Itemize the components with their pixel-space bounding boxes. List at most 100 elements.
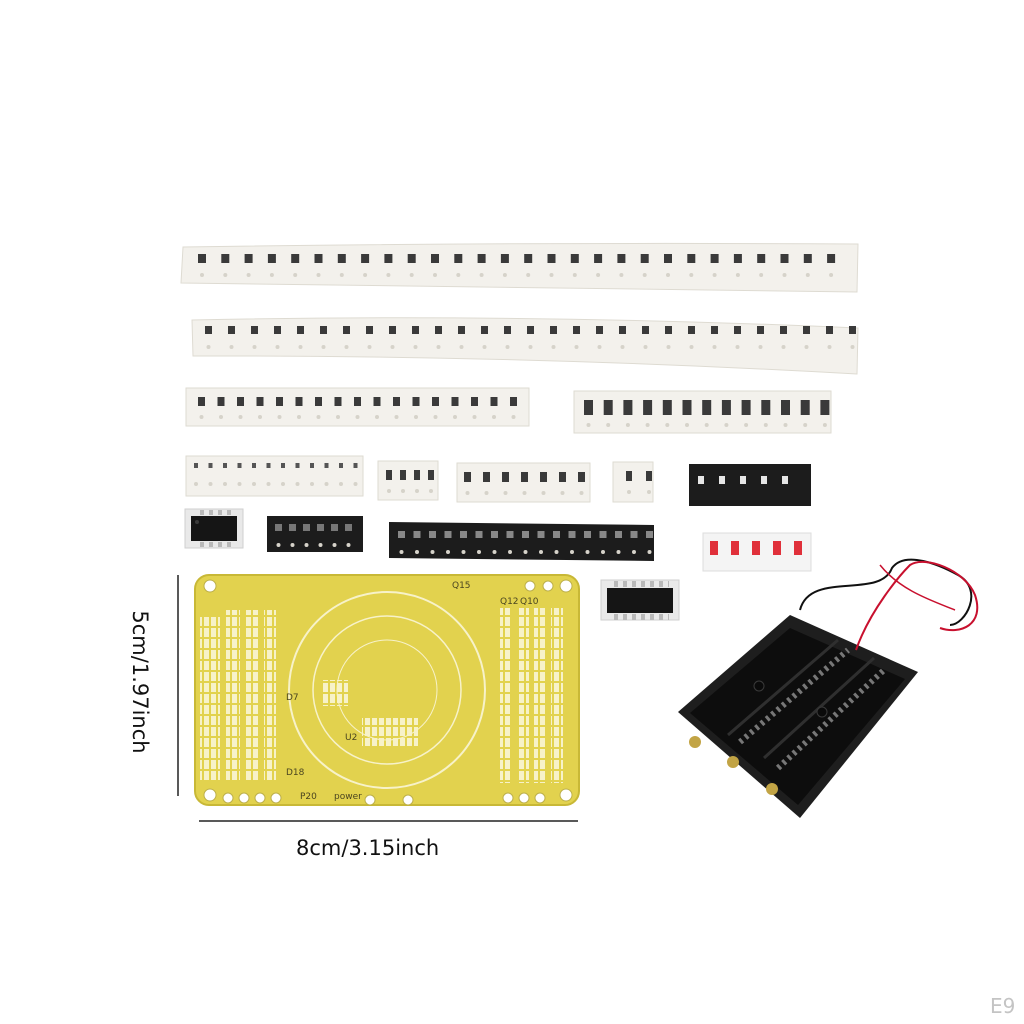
tape-sprocket-hole [332, 543, 337, 547]
tape-sprocket-hole [647, 490, 651, 494]
smd-component [646, 471, 652, 481]
tape-sprocket-hole [252, 345, 257, 349]
tape-sprocket-hole [616, 550, 621, 554]
smd-component [339, 463, 343, 468]
tape-sprocket-hole [803, 423, 808, 427]
tape-sprocket-hole [735, 345, 740, 349]
tape-sprocket-hole [492, 550, 497, 554]
tape-sprocket-hole [570, 550, 574, 554]
tape-sprocket-hole [413, 345, 418, 349]
smd-component [483, 472, 490, 482]
smd-component [584, 531, 591, 538]
smd-component [297, 326, 304, 334]
smd-component [619, 326, 626, 334]
tape-sprocket-hole [310, 482, 314, 486]
tape-sprocket-hole [704, 423, 709, 427]
tape-sprocket-hole [642, 273, 647, 277]
smd-component [310, 463, 314, 468]
tape-sprocket-hole [759, 273, 764, 277]
tape-sprocket-hole [386, 273, 391, 277]
tape-sprocket-hole [401, 489, 405, 493]
tape-sprocket-hole [275, 345, 280, 349]
smd-component [343, 326, 350, 334]
smd-component [642, 326, 649, 334]
smd-component [384, 254, 393, 263]
smd-component [502, 472, 509, 482]
tape-sprocket-hole [316, 415, 321, 419]
smd-component [252, 463, 256, 468]
smd-component [522, 531, 529, 538]
smd-component [412, 397, 420, 406]
smd-component [741, 400, 751, 415]
tape-sprocket-hole [643, 345, 648, 349]
smd-component [702, 400, 712, 415]
tape-sprocket-hole [238, 415, 243, 419]
tape-sprocket-hole [479, 273, 484, 277]
tape-sprocket-hole [502, 273, 507, 277]
tape-sprocket-hole [339, 273, 344, 277]
tape-sprocket-hole [194, 482, 198, 486]
tape-sprocket-hole [783, 423, 788, 427]
smd-component [337, 254, 346, 263]
tape-sprocket-hole [375, 415, 379, 419]
smd-component [594, 254, 603, 263]
tape-sprocket-hole [390, 345, 395, 349]
black-tape-strip [267, 516, 363, 552]
smd-component [623, 400, 633, 415]
pcb-center-ic-footprint [322, 680, 418, 746]
smd-component [524, 254, 533, 263]
smd-component [687, 254, 696, 263]
smd-component [407, 254, 416, 263]
smd-component [643, 400, 653, 415]
tape-sprocket-hole [712, 345, 717, 349]
smd-component [414, 470, 420, 480]
smd-tape-strip [185, 455, 364, 497]
tape-sprocket-hole [297, 415, 301, 419]
tape-sprocket-hole [353, 482, 358, 486]
tape-sprocket-hole [539, 550, 543, 554]
tape-sprocket-hole [387, 489, 391, 493]
smd-component [711, 326, 718, 334]
smd-tape-strip [185, 387, 530, 427]
tape-sprocket-hole [321, 345, 326, 349]
tape-sprocket-hole [399, 550, 404, 554]
smd-component [626, 471, 632, 481]
tape-sprocket-hole [446, 550, 450, 554]
smd-component [547, 254, 556, 263]
smd-component [431, 254, 439, 263]
tape-sprocket-hole [482, 345, 487, 349]
smd-component [630, 531, 638, 538]
pcb-label: power [334, 792, 362, 802]
tape-sprocket-hole [528, 345, 533, 349]
tape-sprocket-hole [572, 273, 577, 277]
white-smd-tape-strips [180, 242, 859, 503]
smd-component [568, 531, 576, 538]
smd-component [314, 254, 323, 263]
smd-component [827, 254, 836, 263]
tape-sprocket-hole [266, 482, 271, 486]
smd-component [615, 531, 622, 538]
tape-sprocket-hole [477, 550, 481, 554]
battery-wires [799, 558, 979, 651]
tape-sprocket-hole [436, 345, 441, 349]
tape-sprocket-hole [223, 482, 227, 486]
tape-sprocket-hole [492, 415, 496, 419]
pcb-label: U2 [345, 733, 357, 743]
tape-sprocket-hole [712, 273, 717, 277]
smd-component [733, 254, 742, 263]
smd-component [573, 326, 580, 334]
smd-component [521, 472, 528, 482]
tape-sprocket-hole [665, 423, 670, 427]
smd-component [267, 254, 276, 263]
tape-sprocket-hole [647, 550, 652, 554]
tape-sprocket-hole [805, 273, 810, 277]
smd-component [475, 531, 483, 538]
tape-sprocket-hole [549, 273, 554, 277]
black-tape-strip [689, 464, 811, 506]
tape-sprocket-hole [763, 423, 768, 427]
ic-chip [184, 508, 244, 549]
tape-sprocket-hole [246, 273, 251, 277]
pcb-label: Q15 [452, 581, 471, 591]
smd-component [400, 470, 406, 480]
